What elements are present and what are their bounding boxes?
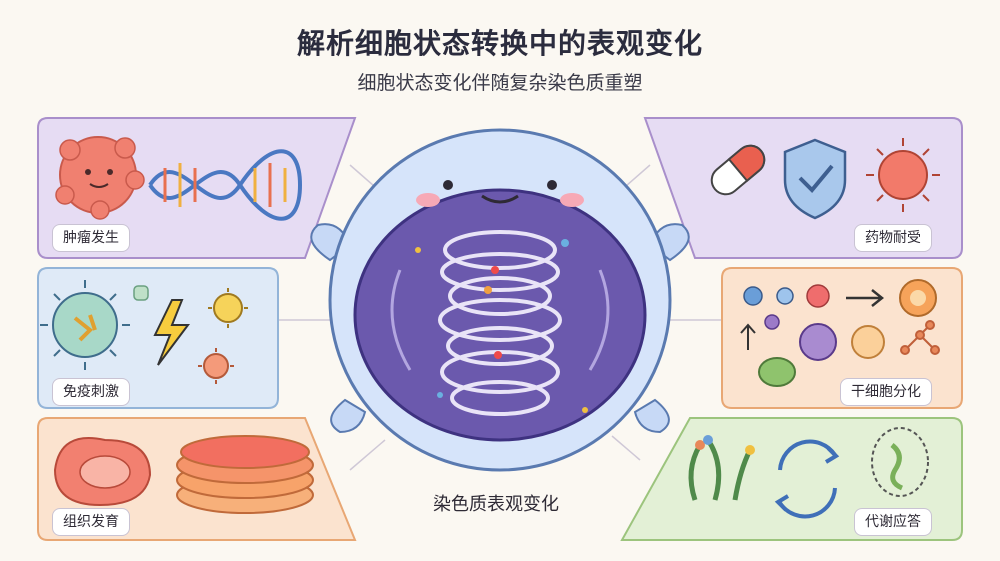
small-cell-icon [133, 285, 149, 301]
tumor-cell-icon [55, 136, 145, 220]
label-drug: 药物耐受 [854, 224, 932, 252]
mitochondria-icon [871, 427, 929, 497]
virus-red-icon [866, 138, 940, 212]
kelp-icon [688, 435, 755, 501]
germ-icon [198, 348, 234, 384]
page-subtitle: 细胞状态变化伴随复杂染色质重塑 [357, 72, 643, 94]
tissue-layers-icon [176, 435, 314, 514]
pill-icon [710, 144, 766, 196]
cycle-arrows-icon [774, 439, 840, 519]
chromatin-marks [415, 239, 588, 413]
tissue-slice-icon [53, 437, 152, 507]
virus-icon [40, 280, 130, 370]
chromatin-coil [390, 230, 610, 416]
label-metabolic: 代谢应答 [854, 508, 932, 536]
label-tumor: 肿瘤发生 [52, 224, 130, 252]
dna-helix-icon [148, 149, 302, 221]
stem-cells-icon [740, 279, 940, 387]
lightning-icon [153, 299, 190, 366]
page-title: 解析细胞状态转换中的表观变化 [296, 27, 703, 60]
center-label: 染色质表观变化 [433, 494, 559, 515]
label-immune: 免疫刺激 [52, 378, 130, 406]
label-stem: 干细胞分化 [840, 378, 932, 406]
sun-cell-icon [208, 288, 248, 328]
label-development: 组织发育 [52, 508, 130, 536]
shield-icon [783, 138, 847, 220]
